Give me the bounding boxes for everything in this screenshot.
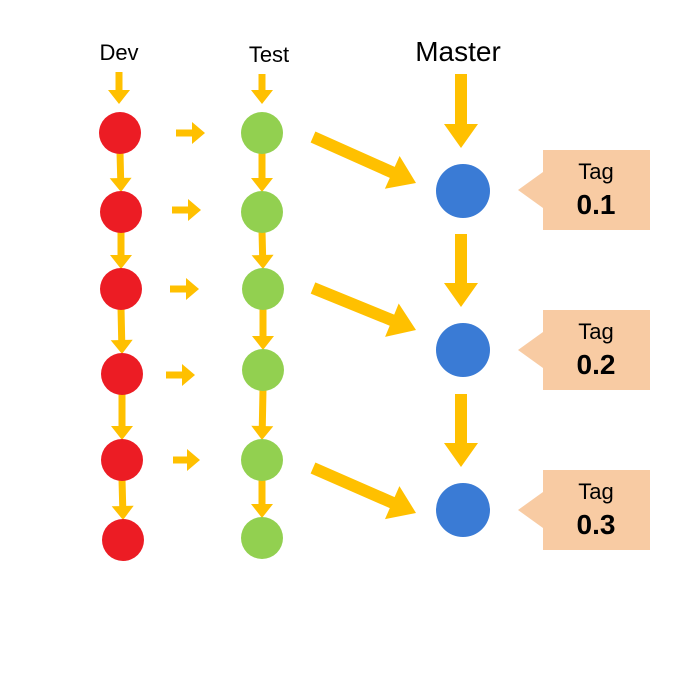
test-commit-arrow [251, 152, 273, 192]
dev-entry-arrow [108, 72, 130, 104]
test-commit [242, 268, 284, 310]
master-commit [436, 323, 490, 377]
test-commit-arrow [251, 230, 274, 269]
test-to-master-arrow [310, 462, 416, 520]
test-commit-arrow [251, 388, 274, 440]
tag-word: Tag [578, 479, 613, 504]
tag-callout [518, 470, 650, 550]
dev-to-test-arrow [166, 364, 195, 386]
test-to-master-arrow [310, 282, 416, 337]
dev-to-test-arrow [173, 449, 200, 471]
dev-lane-label: Dev [99, 40, 139, 65]
test-commit [241, 191, 283, 233]
tag-word: Tag [578, 319, 613, 344]
test-lane-label: Test [248, 42, 290, 67]
dev-commit [101, 439, 143, 481]
dev-to-test-arrow [172, 199, 201, 221]
dev-commit [101, 353, 143, 395]
dev-to-test-arrow [170, 278, 199, 300]
tag-callout [518, 310, 650, 390]
dev-commit-arrow [111, 393, 133, 440]
dev-commit-arrow [110, 231, 132, 269]
dev-to-test-arrow [176, 122, 205, 144]
master-commit [436, 164, 490, 218]
tag-callout [518, 150, 650, 230]
dev-commit [100, 268, 142, 310]
tag-version: 0.2 [577, 349, 616, 380]
dev-commit-arrow [111, 478, 134, 520]
test-commit-arrow [251, 479, 273, 518]
master-commit-arrow [444, 234, 478, 307]
test-commit [242, 349, 284, 391]
test-commit [241, 439, 283, 481]
test-commit-arrow [252, 308, 274, 350]
master-commit-arrow [444, 394, 478, 467]
test-commit [241, 112, 283, 154]
dev-commit [102, 519, 144, 561]
master-lane-label: Master [415, 36, 501, 67]
test-commit [241, 517, 283, 559]
master-commit [436, 483, 490, 537]
tag-word: Tag [578, 159, 613, 184]
dev-commit-arrow [110, 307, 133, 354]
dev-commit [99, 112, 141, 154]
tag-version: 0.3 [577, 509, 616, 540]
tag-version: 0.1 [577, 189, 616, 220]
dev-commit [100, 191, 142, 233]
test-entry-arrow [251, 74, 273, 104]
test-to-master-arrow [310, 131, 416, 189]
dev-commit-arrow [109, 151, 132, 192]
master-entry-arrow [444, 74, 478, 148]
